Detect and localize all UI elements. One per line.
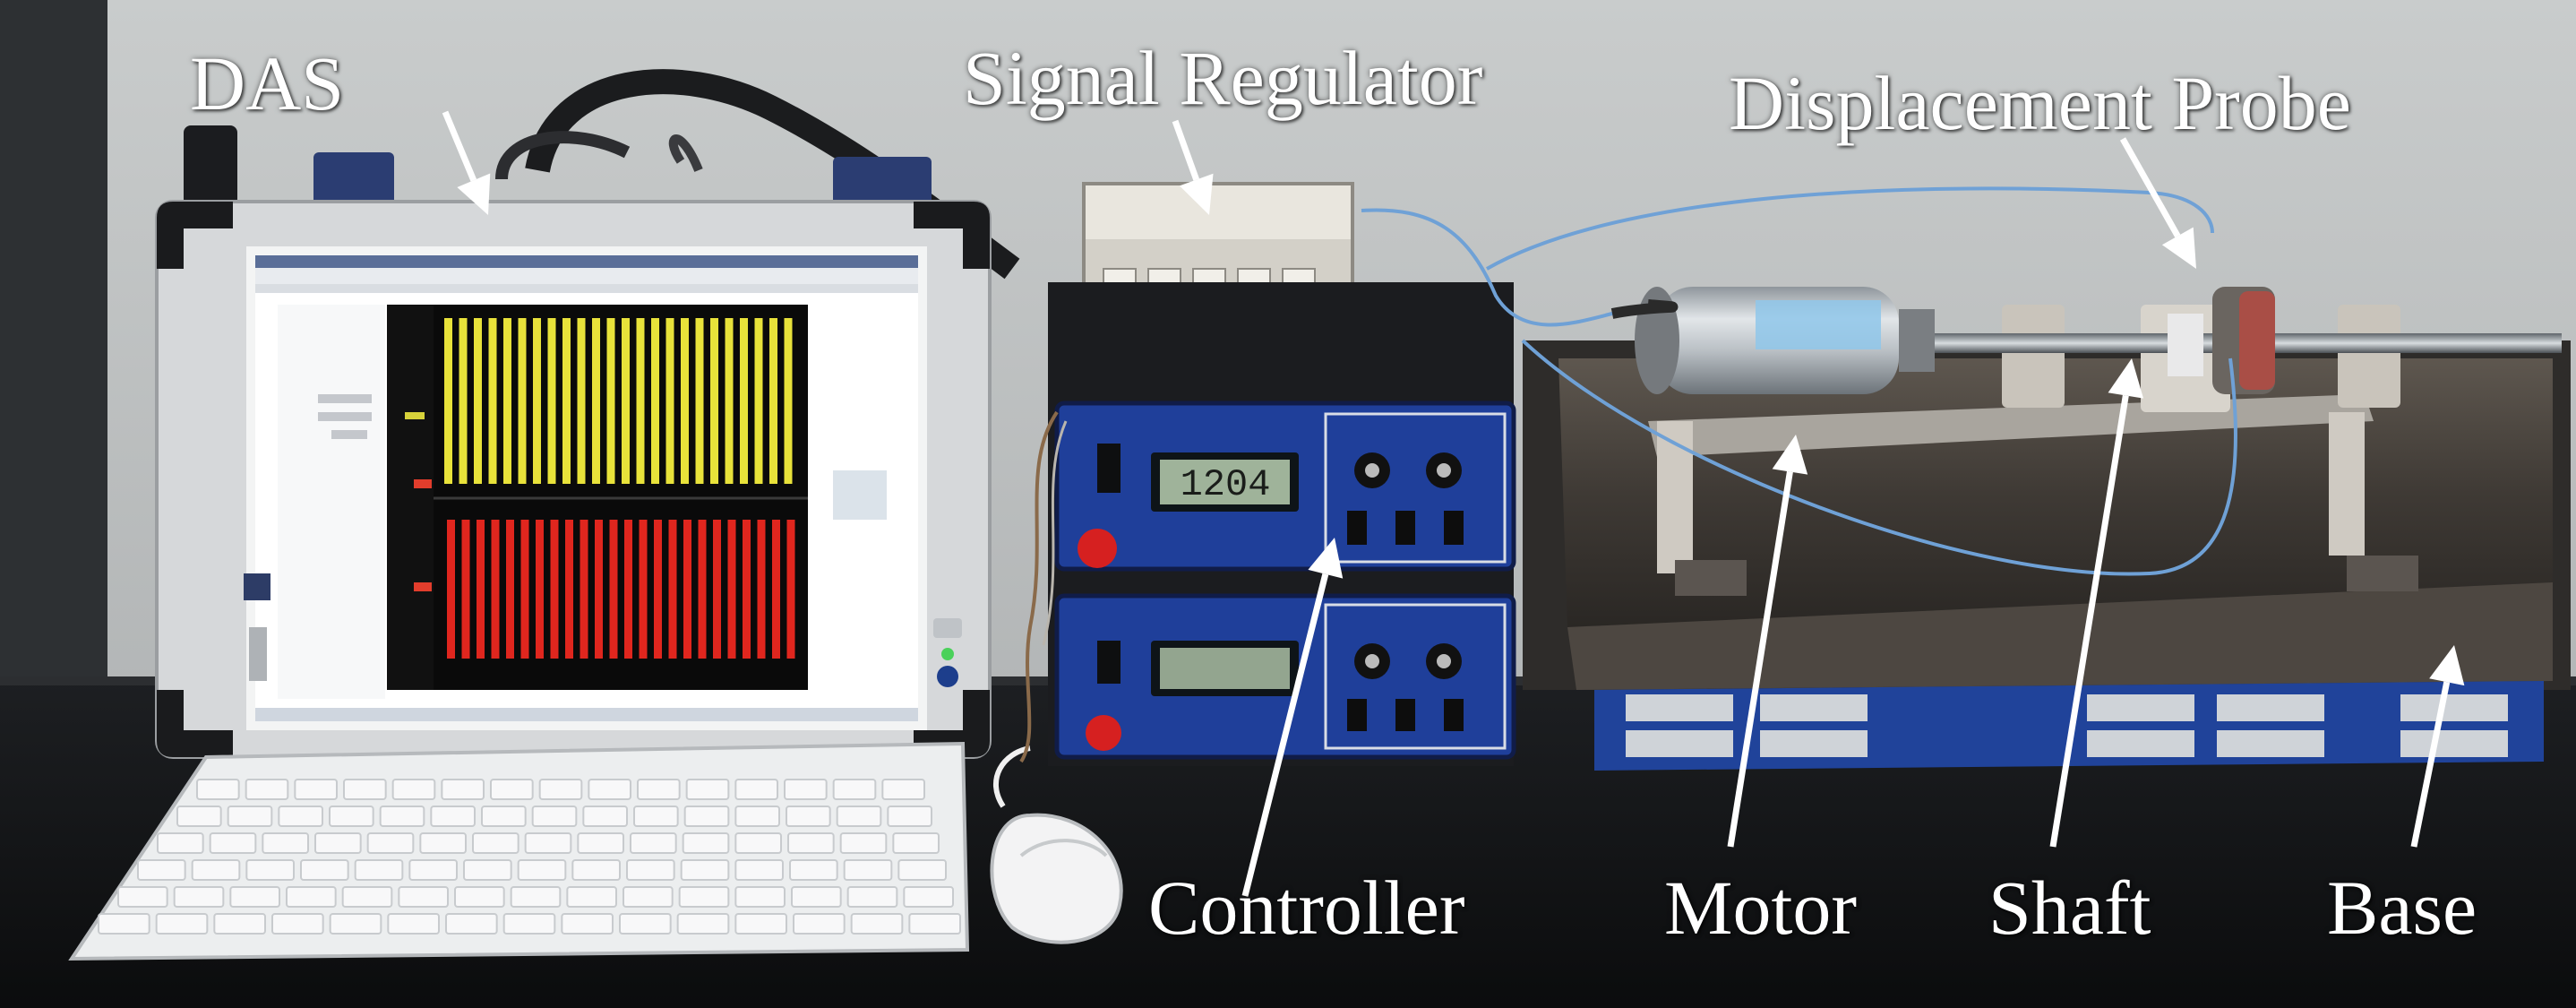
arrow-head bbox=[2161, 227, 2196, 269]
label-signal-regulator: Signal Regulator bbox=[963, 35, 1483, 121]
arrow-head bbox=[457, 173, 491, 215]
label-das: DAS bbox=[190, 40, 345, 126]
annotation-arrows bbox=[442, 110, 2465, 897]
das-unit bbox=[155, 69, 1020, 759]
arrow-shaft bbox=[2119, 137, 2181, 238]
arrow-head bbox=[1772, 435, 1808, 475]
yellow-trace bbox=[444, 318, 793, 484]
arrow-shaft bbox=[1241, 573, 1329, 897]
arrow-head bbox=[1308, 538, 1344, 579]
label-displacement-probe: Displacement Probe bbox=[1729, 60, 2351, 146]
label-base: Base bbox=[2327, 865, 2477, 951]
arrow-shaft bbox=[2410, 681, 2451, 848]
arrow-head bbox=[2429, 645, 2465, 686]
arrow-head bbox=[1179, 173, 1214, 215]
label-shaft: Shaft bbox=[1988, 865, 2151, 951]
arrow-shaft bbox=[2049, 394, 2129, 848]
keyboard bbox=[68, 741, 970, 961]
arrow-head bbox=[2108, 358, 2144, 399]
rpm-display-top: 1204 bbox=[1181, 463, 1271, 506]
controller-stack: 1204 bbox=[1019, 282, 1516, 766]
arrow-shaft bbox=[442, 110, 477, 182]
label-controller: Controller bbox=[1148, 865, 1465, 951]
rotor-rig bbox=[1361, 186, 2571, 771]
mouse bbox=[990, 745, 1123, 944]
arrow-shaft bbox=[1727, 470, 1793, 848]
red-trace bbox=[447, 520, 795, 659]
label-motor: Motor bbox=[1664, 865, 1857, 951]
arrow-shaft bbox=[1172, 119, 1199, 181]
